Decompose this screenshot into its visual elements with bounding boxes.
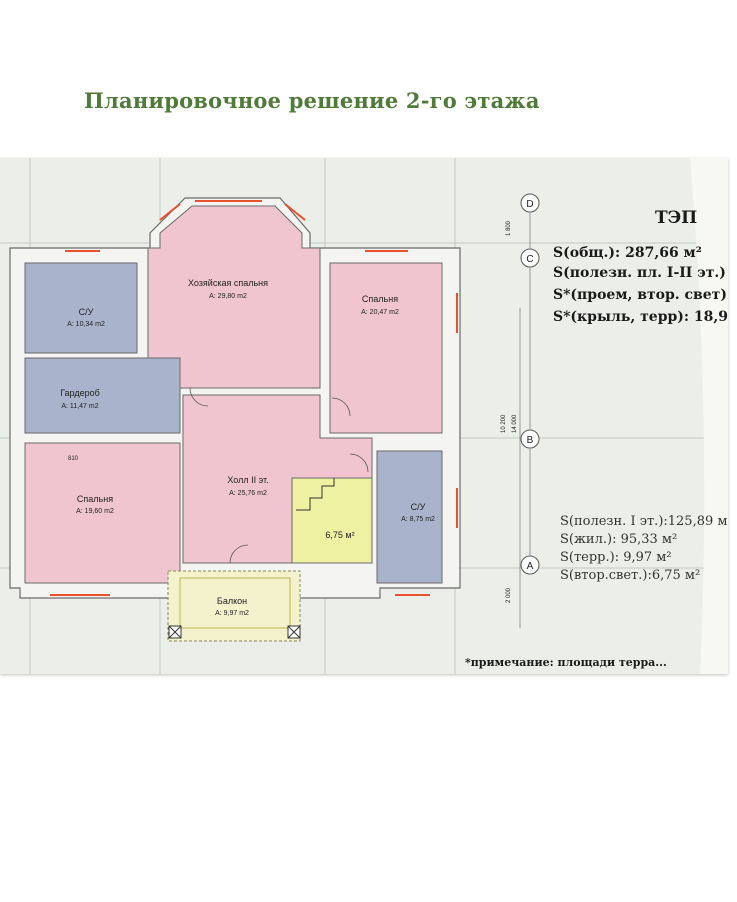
room-bathroom-2 <box>376 450 443 584</box>
tep-total: S(общ.): 287,66 м² <box>553 245 702 261</box>
floor-plan-photo: Хозяйская спальня A: 29,80 m2 С/У A: 10,… <box>0 158 728 674</box>
doors <box>189 387 369 564</box>
room-bathroom-1 <box>24 262 138 354</box>
dim-14000: 14 000 <box>512 414 518 433</box>
bedroom-left-name: Спальня <box>77 494 113 504</box>
page-title: Планировочное решение 2-го этажа <box>84 88 540 113</box>
axis-c-label: C <box>526 254 533 265</box>
room-balcony <box>167 570 301 642</box>
bedroom-right-name: Спальня <box>362 294 398 304</box>
bedroom-right-area: A: 20,47 m2 <box>361 309 399 316</box>
wardrobe-name: Гардероб <box>60 388 100 398</box>
tep-note: *примечание: площади терра... <box>465 656 667 669</box>
room-wardrobe <box>24 357 181 434</box>
balcony-area: A: 9,97 m2 <box>215 610 249 617</box>
page-curl <box>690 158 728 674</box>
stairs <box>296 478 335 511</box>
balcony-posts <box>168 625 301 639</box>
tep-useful: S(полезн. пл. I-II эт.) <box>553 265 726 281</box>
tep-opening: S*(проем, втор. свет) <box>553 287 727 303</box>
tep-second-light: S(втор.свет.):6,75 м² <box>560 568 700 583</box>
dim-10200: 10 200 <box>501 414 507 433</box>
tep-terrace: S(терр.): 9,97 м² <box>560 550 672 565</box>
stair-void-area: 6,75 м² <box>325 530 354 540</box>
floor-plan-drawing: Хозяйская спальня A: 29,80 m2 С/У A: 10,… <box>0 158 728 674</box>
bathroom-2-name: С/У <box>411 502 426 512</box>
axis-a-label: A <box>527 561 534 572</box>
bedroom-left-area: A: 19,60 m2 <box>76 508 114 515</box>
hall-name: Холл II эт. <box>227 475 268 485</box>
windows <box>50 200 458 596</box>
tep-living: S(жил.): 95,33 м² <box>560 532 677 547</box>
room-master-bedroom <box>147 205 321 389</box>
bathroom-1-area: A: 10,34 m2 <box>67 321 105 328</box>
master-bedroom-name: Хозяйская спальня <box>188 278 268 288</box>
wardrobe-area: A: 11,47 m2 <box>61 403 98 410</box>
dim-2000: 2 000 <box>506 587 512 603</box>
bathroom-1-name: С/У <box>79 307 94 317</box>
room-stair-void <box>291 477 373 564</box>
axis-b-label: B <box>527 435 534 446</box>
tep-heading: ТЭП <box>655 208 697 228</box>
balcony-name: Балкон <box>217 596 247 606</box>
axis-d-label: D <box>526 199 533 210</box>
tep-useful-1: S(полезн. I эт.):125,89 м <box>560 514 728 529</box>
room-bedroom-right <box>329 262 443 434</box>
tep-porch: S*(крыль, терр): 18,9 <box>553 309 728 325</box>
dim-810: 810 <box>68 456 79 462</box>
master-bedroom-area: A: 29,80 m2 <box>209 293 247 300</box>
dim-1800: 1 800 <box>506 220 512 236</box>
hall-area: A: 25,76 m2 <box>229 490 267 497</box>
axis-markers <box>519 193 540 628</box>
bathroom-2-area: A: 8,75 m2 <box>401 516 435 523</box>
room-bedroom-left <box>24 442 181 584</box>
